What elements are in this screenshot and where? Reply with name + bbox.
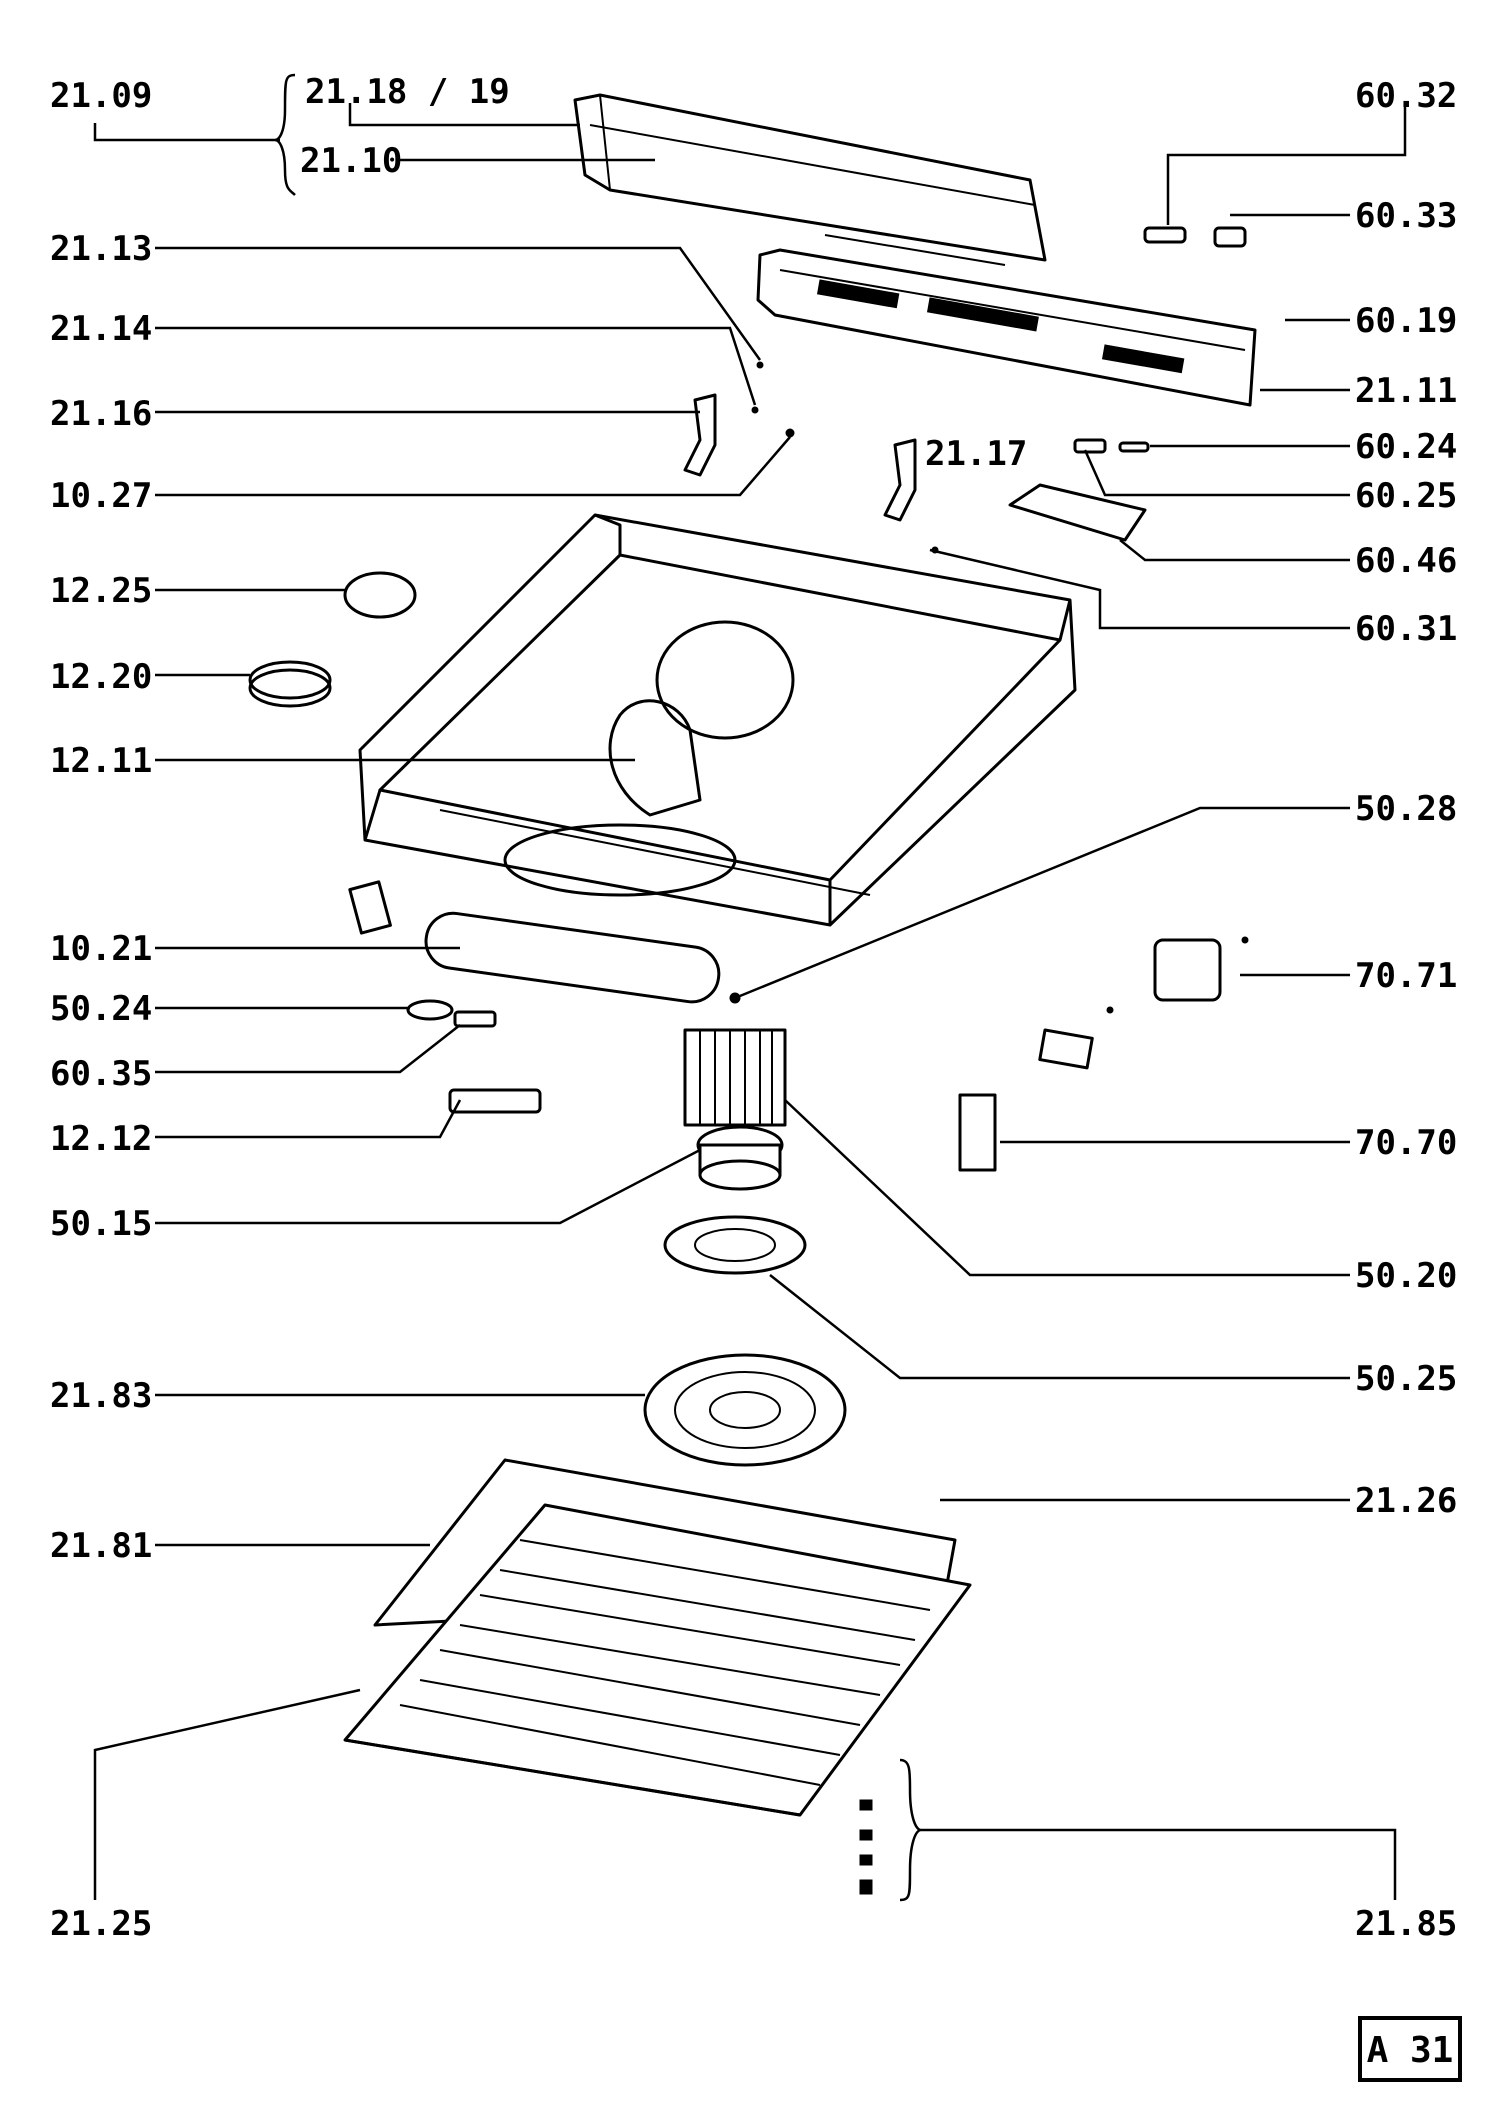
label-21-09: 21.09 xyxy=(50,76,152,116)
label-60-31: 60.31 xyxy=(1355,609,1457,649)
sheet-code-box: A 31 xyxy=(1358,2016,1462,2082)
label-10-27: 10.27 xyxy=(50,476,152,516)
label-50-28: 50.28 xyxy=(1355,789,1457,829)
label-50-24: 50.24 xyxy=(50,989,152,1029)
label-60-32: 60.32 xyxy=(1355,76,1457,116)
label-21-18-19: 21.18 / 19 xyxy=(305,72,510,112)
bracket-part xyxy=(683,393,917,522)
label-21-81: 21.81 xyxy=(50,1526,152,1566)
duct-ring-part xyxy=(248,660,332,708)
label-21-26: 21.26 xyxy=(1355,1481,1457,1521)
label-70-70: 70.70 xyxy=(1355,1123,1457,1163)
label-60-33: 60.33 xyxy=(1355,196,1457,236)
label-60-35: 60.35 xyxy=(50,1054,152,1094)
label-10-21: 10.21 xyxy=(50,929,152,969)
label-12-12: 12.12 xyxy=(50,1119,152,1159)
filter-disc-part xyxy=(643,1353,847,1467)
lamp-cover-part xyxy=(424,911,721,1004)
label-21-10: 21.10 xyxy=(300,141,402,181)
seal-ring-part xyxy=(343,571,417,619)
label-12-11: 12.11 xyxy=(50,741,152,781)
control-bar-part xyxy=(756,234,1257,407)
lamp-holder-part xyxy=(1008,483,1147,542)
label-50-25: 50.25 xyxy=(1355,1359,1457,1399)
label-50-15: 50.15 xyxy=(50,1204,152,1244)
label-12-20: 12.20 xyxy=(50,657,152,697)
small-part xyxy=(348,438,1150,1114)
switch-part xyxy=(958,1028,1094,1172)
label-12-25: 12.25 xyxy=(50,571,152,611)
fan-wheel-part xyxy=(683,1028,787,1127)
label-21-83: 21.83 xyxy=(50,1376,152,1416)
label-21-85: 21.85 xyxy=(1355,1904,1457,1944)
hood-body-part xyxy=(358,513,1077,927)
label-21-14: 21.14 xyxy=(50,309,152,349)
label-60-25: 60.25 xyxy=(1355,476,1457,516)
knob-part xyxy=(1143,226,1247,248)
label-21-16: 21.16 xyxy=(50,394,152,434)
front-panel-part xyxy=(573,93,1047,262)
label-21-13: 21.13 xyxy=(50,229,152,269)
sheet-code: A 31 xyxy=(1367,2030,1454,2071)
label-21-17: 21.17 xyxy=(925,434,1027,474)
leader-lines xyxy=(93,73,1407,1902)
bottom-grill-part xyxy=(343,1458,972,1817)
part-labels: 21.09 21.18 / 19 21.10 21.13 21.14 21.16… xyxy=(50,72,1457,1944)
motor-part xyxy=(696,1125,784,1191)
label-50-20: 50.20 xyxy=(1355,1256,1457,1296)
label-70-71: 70.71 xyxy=(1355,956,1457,996)
label-21-11: 21.11 xyxy=(1355,371,1457,411)
label-60-24: 60.24 xyxy=(1355,427,1457,467)
label-60-46: 60.46 xyxy=(1355,541,1457,581)
label-60-19: 60.19 xyxy=(1355,301,1457,341)
motor-plate-part xyxy=(663,1215,807,1275)
filter-clip-part xyxy=(859,1799,873,1895)
label-21-25: 21.25 xyxy=(50,1904,152,1944)
capacitor-part xyxy=(1153,938,1222,1002)
